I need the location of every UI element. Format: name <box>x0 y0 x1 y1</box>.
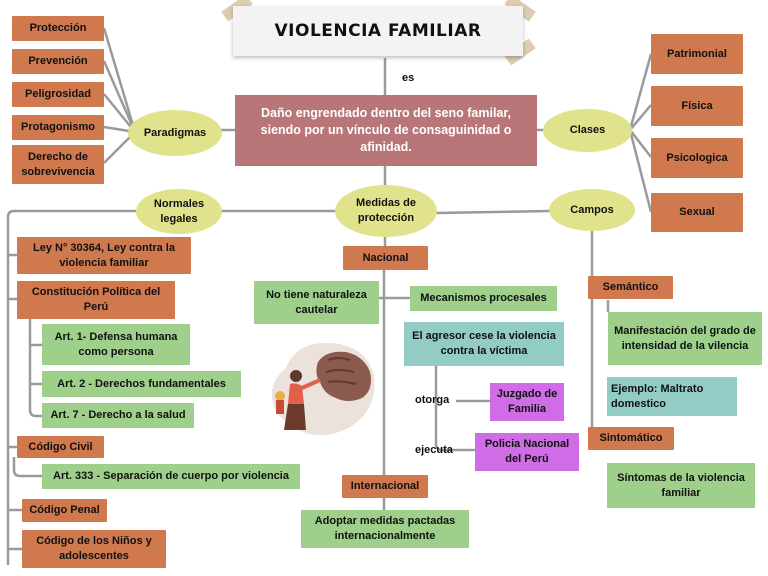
connector-es-label: es <box>402 72 415 84</box>
clase-item: Psicologica <box>651 138 743 178</box>
no-tiene-naturaleza-cautelar: No tiene naturaleza cautelar <box>254 281 379 324</box>
clase-item: Patrimonial <box>651 34 743 74</box>
nacional-node: Nacional <box>343 246 428 270</box>
paradigma-item: Protagonismo <box>12 115 104 140</box>
normales-legales-node: Normales legales <box>136 189 222 234</box>
woman-figure-icon <box>275 370 321 430</box>
medidas-proteccion-node: Medidas de protección <box>335 185 437 237</box>
art-333-item: Art. 333 - Separación de cuerpo por viol… <box>42 464 300 489</box>
policia-nacional: Policia Nacional del Perú <box>475 433 579 471</box>
sintomas-violencia: Síntomas de la violencia familiar <box>607 463 755 508</box>
semantico-node: Semántico <box>588 276 673 299</box>
campos-node: Campos <box>549 189 635 231</box>
manifestacion-grado: Manifestación del grado de intensidad de… <box>608 312 762 365</box>
paradigma-item: Prevención <box>12 49 104 74</box>
clases-node: Clases <box>543 109 632 152</box>
paradigmas-node: Paradigmas <box>128 110 222 156</box>
ejemplo-maltrato: Ejemplo: Maltrato domestico <box>607 377 737 416</box>
otorga-label: otorga <box>415 394 450 406</box>
codigo-penal: Código Penal <box>22 499 107 522</box>
adoptar-medidas-pactadas: Adoptar medidas pactadas internacionalme… <box>301 510 469 548</box>
clase-item: Física <box>651 86 743 126</box>
fist-icon <box>316 351 371 401</box>
art-1-item: Art. 1- Defensa humana como persona <box>42 324 190 365</box>
ejecuta-label: ejecuta <box>415 444 453 456</box>
paradigma-item: Derecho de sobrevivencia <box>12 145 104 184</box>
art-2-item: Art. 2 - Derechos fundamentales <box>42 371 241 397</box>
internacional-node: Internacional <box>342 475 428 498</box>
paradigma-item: Peligrosidad <box>12 82 104 107</box>
constitucion-politica: Constitución Política del Perú <box>17 281 175 319</box>
juzgado-familia: Juzgado de Familia <box>490 383 564 421</box>
sintomatico-node: Sintomático <box>588 427 674 450</box>
page-title: VIOLENCIA FAMILIAR <box>233 6 523 56</box>
ley-30364: Ley N° 30364, Ley contra la violencia fa… <box>17 237 191 274</box>
art-7-item: Art. 7 - Derecho a la salud <box>42 403 194 428</box>
mecanismos-procesales: Mecanismos procesales <box>410 286 557 311</box>
paradigma-item: Protección <box>12 16 104 41</box>
domestic-violence-illustration <box>271 342 375 436</box>
codigo-civil: Código Civil <box>17 436 104 458</box>
clase-item: Sexual <box>651 193 743 232</box>
codigo-ninos: Código de los Niños y adolescentes <box>22 530 166 568</box>
central-definition: Daño engrendado dentro del seno familar,… <box>235 95 537 166</box>
agresor-cese-violencia: El agresor cese la violencia contra la v… <box>404 322 564 366</box>
